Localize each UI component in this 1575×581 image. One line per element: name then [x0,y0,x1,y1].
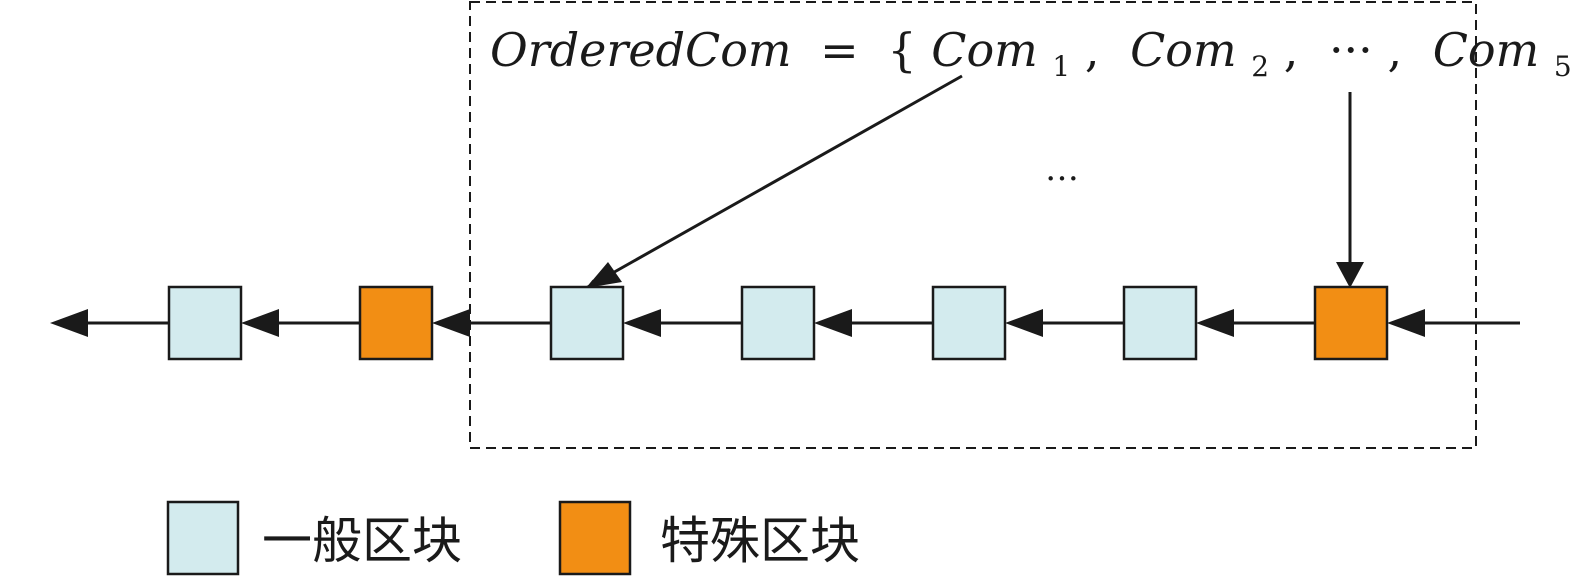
formula-name: OrderedCom [490,23,792,77]
general-block [931,285,1007,361]
arrowhead-com5 [1336,262,1364,288]
chain-arrowhead-7 [1387,309,1425,337]
formula-separator-1: , [1085,23,1100,77]
formula-item-1-base: Com [931,23,1038,77]
general-block [549,285,625,361]
formula-equals: = [820,23,859,77]
legend-general-swatch [166,500,240,576]
ordered-committee-box [469,1,1477,449]
block-chain [50,285,1520,361]
chain-arrowhead-6 [1196,309,1234,337]
chain-arrowhead-5 [1005,309,1043,337]
legend-special-label: 特殊区块 [660,512,860,570]
special-block [1313,285,1389,361]
legend: 一般区块 特殊区块 [166,500,860,576]
formula-ellipsis: ··· [1329,23,1373,77]
chain-arrowhead-1 [241,309,279,337]
chain-arrowhead-3 [623,309,661,337]
general-block [1122,285,1198,361]
arrowhead-com1 [586,262,622,288]
special-block [358,285,434,361]
formula-open-brace: { [887,23,916,77]
chain-arrowhead-2 [432,309,470,337]
chain-arrowhead-4 [814,309,852,337]
formula-item-5-base: Com [1433,23,1540,77]
general-block [740,285,816,361]
formula-item-2-base: Com [1130,23,1237,77]
chain-arrowhead-0 [50,309,88,337]
formula-item-1-sub: 1 [1052,50,1070,83]
formula-item-2-sub: 2 [1251,50,1269,83]
ordered-com-formula: OrderedCom = { Com 1 , Com 2 , ··· , Com… [490,23,1575,87]
arrow-com1-to-block [585,74,963,290]
formula-item-5-sub: 5 [1554,50,1572,83]
legend-general-label: 一般区块 [262,512,462,570]
general-block [167,285,243,361]
legend-special-swatch [558,500,632,576]
middle-ellipsis: … [1045,149,1079,189]
formula-separator-2: , [1284,23,1299,77]
formula-separator-3: , [1387,23,1402,77]
